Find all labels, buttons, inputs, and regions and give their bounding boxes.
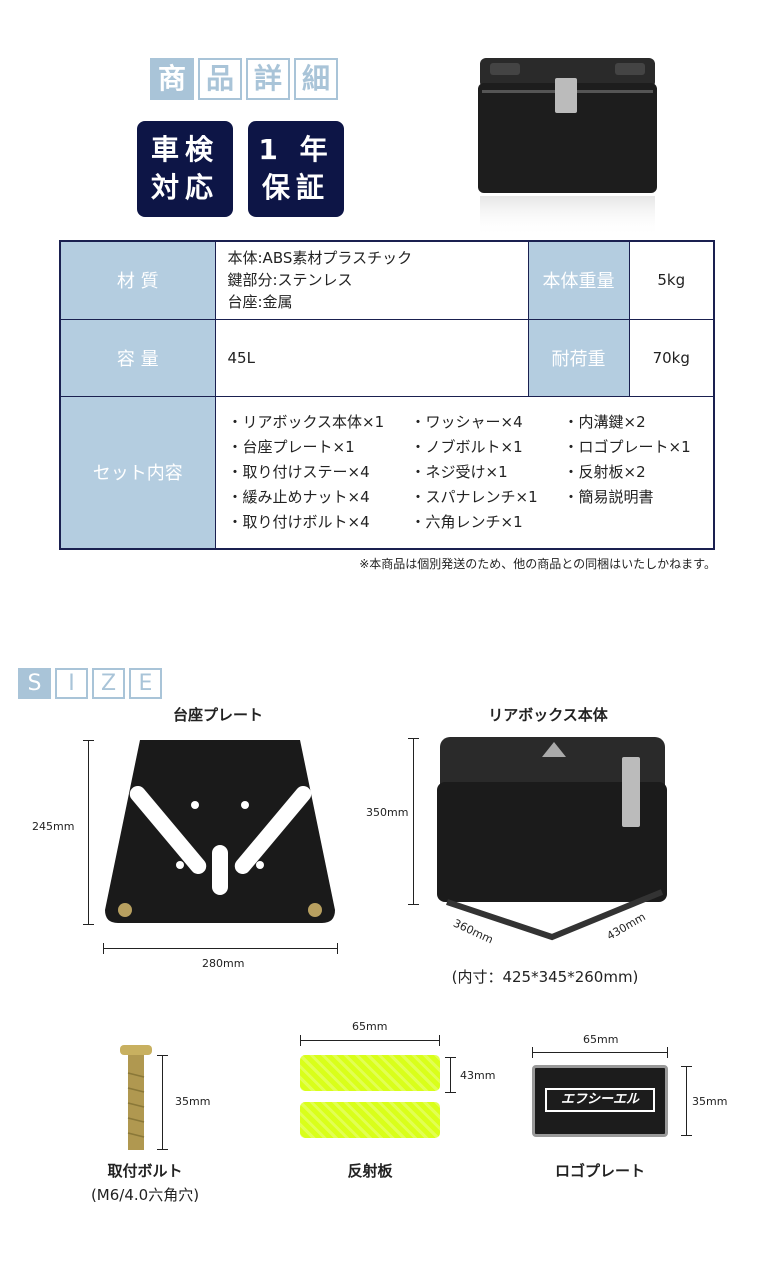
set-contents: ・リアボックス本体×1 ・台座プレート×1 ・取り付けステー×4 ・緩み止めナット×4… xyxy=(214,395,715,550)
logo-plate-photo: エフシーエル xyxy=(532,1065,668,1137)
set-item: ・リアボックス本体×1 xyxy=(227,412,385,431)
rear-box-photo xyxy=(478,58,657,236)
capacity-label: 容 量 xyxy=(59,318,216,397)
set-item: ・ネジ受け×1 xyxy=(410,462,508,481)
reflector-width-line xyxy=(300,1035,440,1046)
logo-plate-width-line xyxy=(532,1047,668,1058)
material-label: 材 質 xyxy=(59,240,216,320)
title-char: 細 xyxy=(294,58,338,100)
logo-plate-width: 65mm xyxy=(583,1033,619,1046)
size-char: Z xyxy=(92,668,125,699)
bolt-photo xyxy=(120,1045,152,1150)
set-column: ・内溝鍵×2 ・ロゴプレート×1 ・反射板×2 ・簡易説明書 xyxy=(564,410,691,535)
weight-value: 5kg xyxy=(628,240,715,320)
base-plate-photo xyxy=(105,740,335,923)
set-item: ・簡易説明書 xyxy=(563,487,654,506)
set-item: ・取り付けボルト×4 xyxy=(227,512,370,531)
set-item: ・台座プレート×1 xyxy=(227,437,355,456)
reflector-strip xyxy=(300,1102,440,1138)
material-line: 本体:ABS素材プラスチック xyxy=(227,249,413,268)
badge-line: 対応 xyxy=(150,171,219,204)
material-line: 鍵部分:ステンレス xyxy=(227,271,353,290)
set-column: ・ワッシャー×4 ・ノブボルト×1 ・ネジ受け×1 ・スパナレンチ×1 ・六角レンチ×1 xyxy=(411,410,564,535)
set-item: ・六角レンチ×1 xyxy=(410,512,523,531)
title-char: 詳 xyxy=(246,58,290,100)
shipping-note: ※本商品は個別発送のため、他の商品との同梱はいたしかねます。 xyxy=(359,557,716,571)
bolt-sub: (M6/4.0六角穴) xyxy=(90,1186,200,1204)
reflector-height-line xyxy=(445,1057,456,1093)
title-char: 商 xyxy=(150,58,194,100)
set-label: セット内容 xyxy=(59,395,216,550)
weight-label: 本体重量 xyxy=(527,240,630,320)
title-char: 品 xyxy=(198,58,242,100)
load-value: 70kg xyxy=(628,318,715,397)
reflector-strip xyxy=(300,1055,440,1091)
set-item: ・ワッシャー×4 xyxy=(410,412,523,431)
base-plate-height-line xyxy=(83,740,94,925)
set-column: ・リアボックス本体×1 ・台座プレート×1 ・取り付けステー×4 ・緩み止めナット×4… xyxy=(228,410,411,535)
logo-plate-label: ロゴプレート xyxy=(554,1162,646,1180)
reflector-label: 反射板 xyxy=(347,1162,393,1180)
bolt-length-line xyxy=(157,1055,168,1150)
logo-plate-height-line xyxy=(681,1066,692,1136)
rear-box-label: リアボックス本体 xyxy=(488,706,608,724)
rear-box-height: 350mm xyxy=(366,806,409,819)
inspection-badge: 車検対応 xyxy=(137,121,233,217)
badge-line: 1 年 xyxy=(258,133,334,166)
spec-table: 材 質 本体:ABS素材プラスチック鍵部分:ステンレス台座:金属 本体重量 5k… xyxy=(59,240,715,550)
capacity-value: 45L xyxy=(214,318,529,397)
rear-box-inner-size: (内寸：425*345*260mm) xyxy=(451,968,639,986)
base-plate-width: 280mm xyxy=(202,957,245,970)
material-line: 台座:金属 xyxy=(227,293,293,312)
base-plate-label: 台座プレート xyxy=(172,706,264,724)
badge-line: 車検 xyxy=(150,133,219,166)
rear-box-size-photo xyxy=(437,737,667,941)
base-plate-height: 245mm xyxy=(32,820,75,833)
size-char: S xyxy=(18,668,51,699)
set-item: ・スパナレンチ×1 xyxy=(410,487,538,506)
set-item: ・緩み止めナット×4 xyxy=(227,487,370,506)
size-char: E xyxy=(129,668,162,699)
badge-line: 保証 xyxy=(261,171,330,204)
logo-text: エフシーエル xyxy=(545,1088,655,1112)
logo-plate-height: 35mm xyxy=(692,1095,728,1108)
set-item: ・ロゴプレート×1 xyxy=(563,437,691,456)
base-plate-width-line xyxy=(103,943,338,954)
reflector-height: 43mm xyxy=(460,1069,496,1082)
bolt-label: 取付ボルト xyxy=(107,1162,183,1180)
material-value: 本体:ABS素材プラスチック鍵部分:ステンレス台座:金属 xyxy=(214,240,529,320)
set-item: ・内溝鍵×2 xyxy=(563,412,646,431)
set-item: ・反射板×2 xyxy=(563,462,646,481)
set-item: ・ノブボルト×1 xyxy=(410,437,523,456)
rear-box-height-line xyxy=(408,738,419,905)
warranty-badge: 1 年保証 xyxy=(248,121,344,217)
size-char: I xyxy=(55,668,88,699)
set-item: ・取り付けステー×4 xyxy=(227,462,370,481)
bolt-length: 35mm xyxy=(175,1095,211,1108)
load-label: 耐荷重 xyxy=(527,318,630,397)
reflector-width: 65mm xyxy=(352,1020,388,1033)
